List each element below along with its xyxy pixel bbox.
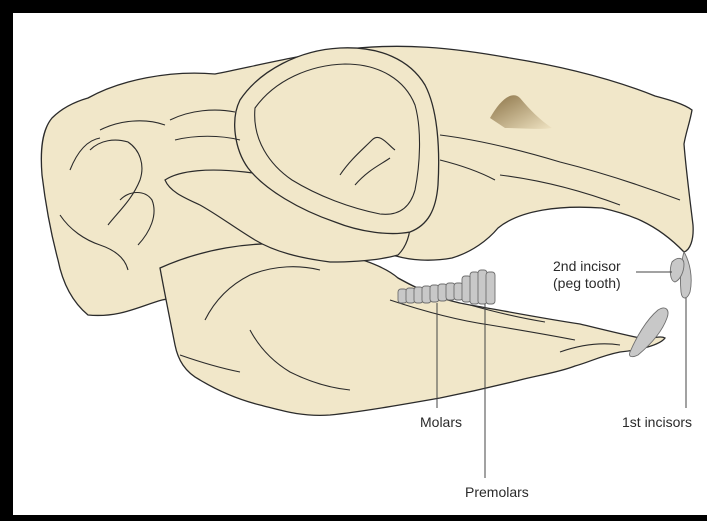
premolars-label: Premolars bbox=[465, 484, 529, 501]
second-incisor-label: 2nd incisor (peg tooth) bbox=[553, 258, 621, 292]
second-incisor-label-line1: 2nd incisor bbox=[553, 258, 621, 275]
lower-incisor bbox=[629, 308, 668, 357]
first-incisors-label: 1st incisors bbox=[622, 414, 692, 431]
molars-label: Molars bbox=[420, 414, 462, 431]
second-incisor-label-line2: (peg tooth) bbox=[553, 275, 621, 292]
premolars-teeth bbox=[462, 270, 495, 304]
